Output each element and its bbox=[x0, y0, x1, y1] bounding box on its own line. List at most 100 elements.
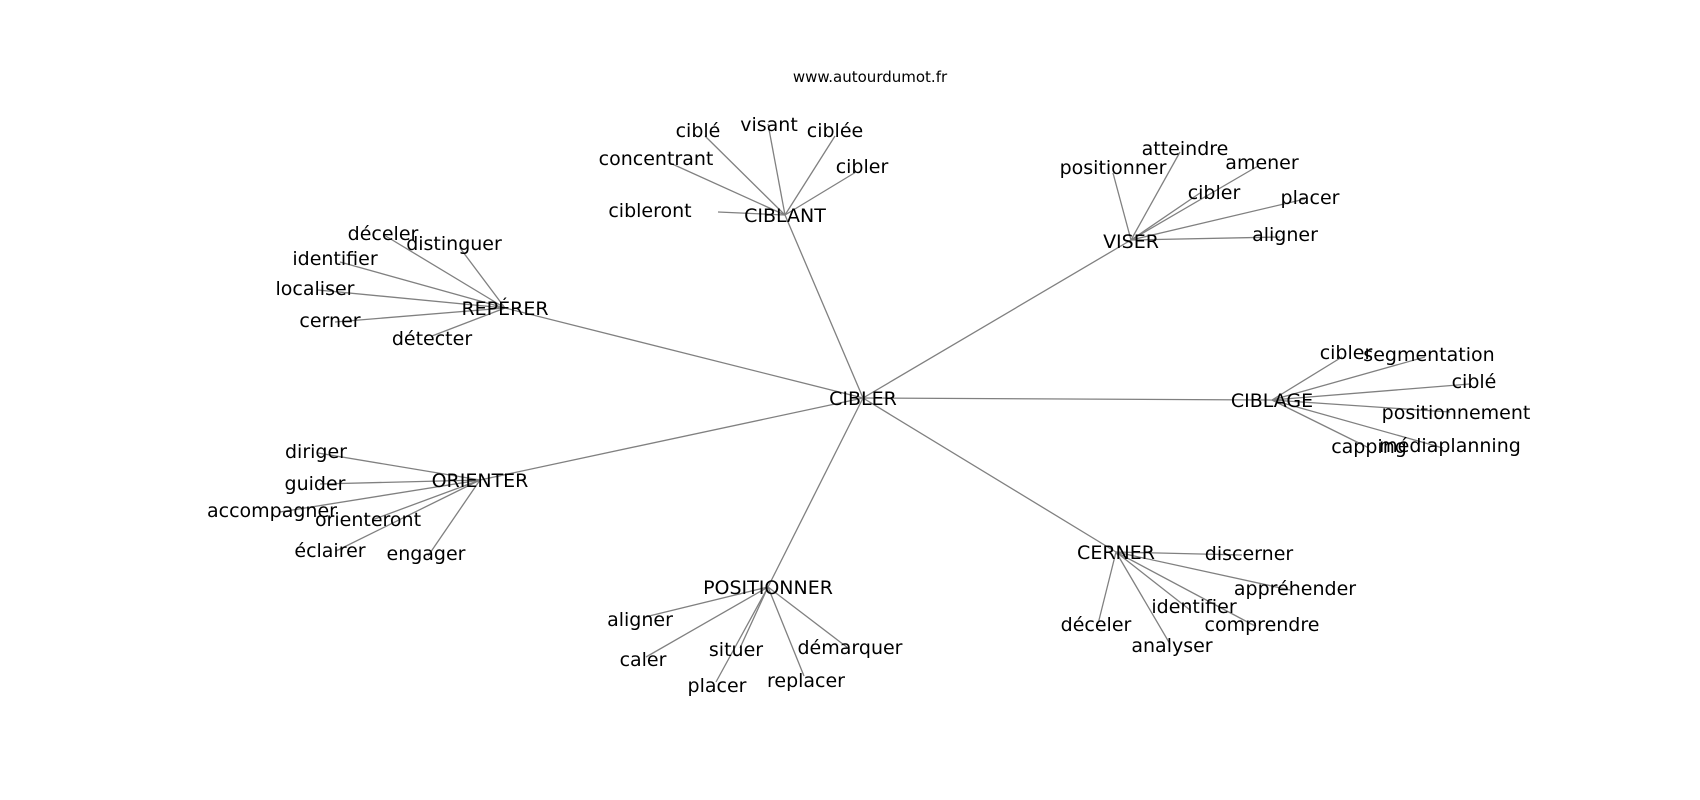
edge-root-3 bbox=[862, 397, 1273, 401]
leaf-node-label[interactable]: aligner bbox=[1252, 224, 1318, 246]
edge-1-4 bbox=[1130, 198, 1306, 241]
edge-5-5 bbox=[1115, 551, 1171, 645]
leaf-node-label[interactable]: situer bbox=[709, 639, 763, 661]
edge-2-1 bbox=[459, 247, 506, 309]
leaf-node-label[interactable]: diriger bbox=[285, 441, 347, 463]
edge-3-3 bbox=[1271, 399, 1451, 413]
edge-5-1 bbox=[1115, 551, 1291, 591]
edge-2-0 bbox=[383, 234, 506, 309]
leaf-node-label[interactable]: comprendre bbox=[1205, 614, 1320, 636]
edge-6-4 bbox=[767, 586, 805, 677]
leaf-node-label[interactable]: orienteront bbox=[315, 509, 421, 531]
site-label: www.autourdumot.fr bbox=[793, 68, 948, 86]
edge-3-1 bbox=[1271, 356, 1426, 401]
leaf-node-label[interactable]: déceler bbox=[348, 223, 419, 245]
leaf-node-label[interactable]: éclairer bbox=[294, 540, 365, 562]
edge-1-0 bbox=[1130, 151, 1181, 241]
edge-3-5 bbox=[1271, 399, 1444, 449]
edge-2-4 bbox=[334, 307, 506, 323]
edge-root-6 bbox=[767, 397, 864, 588]
edge-5-2 bbox=[1115, 551, 1191, 611]
edge-6-5 bbox=[715, 586, 769, 683]
leaf-node-label[interactable]: cibleront bbox=[608, 200, 691, 222]
edge-4-3 bbox=[371, 479, 481, 521]
leaf-node-label[interactable]: engager bbox=[387, 543, 466, 565]
leaf-node-label[interactable]: appréhender bbox=[1234, 578, 1356, 600]
edge-5-0 bbox=[1115, 551, 1243, 556]
edge-4-0 bbox=[317, 452, 481, 481]
leaf-node-label[interactable]: positionnement bbox=[1382, 402, 1531, 424]
leaf-node-label[interactable]: distinguer bbox=[406, 233, 502, 255]
leaf-node-label[interactable]: identifier bbox=[292, 248, 377, 270]
leaf-node-label[interactable]: déceler bbox=[1061, 614, 1132, 636]
leaf-node-label[interactable]: analyser bbox=[1131, 635, 1212, 657]
leaf-node-label[interactable]: identifier bbox=[1151, 596, 1236, 618]
edge-1-1 bbox=[1112, 172, 1132, 241]
leaf-node-label[interactable]: ciblé bbox=[676, 120, 721, 142]
leaf-node-label[interactable]: démarquer bbox=[798, 637, 903, 659]
leaf-node-label[interactable]: discerner bbox=[1205, 543, 1294, 565]
edge-3-2 bbox=[1271, 383, 1471, 401]
leaf-node-label[interactable]: cibler bbox=[1188, 182, 1241, 204]
edge-3-4 bbox=[1271, 399, 1370, 449]
edge-6-0 bbox=[644, 586, 769, 618]
edge-4-2 bbox=[279, 479, 481, 513]
leaf-node-label[interactable]: caler bbox=[620, 649, 667, 671]
group-node-label[interactable]: VISER bbox=[1103, 231, 1159, 253]
edge-root-0 bbox=[784, 214, 864, 399]
group-node-label[interactable]: CIBLAGE bbox=[1231, 390, 1313, 412]
edges-layer bbox=[279, 123, 1471, 683]
edge-6-3 bbox=[767, 586, 849, 649]
edge-root-4 bbox=[479, 397, 864, 481]
leaf-node-label[interactable]: médiaplanning bbox=[1379, 435, 1521, 457]
edge-0-5 bbox=[717, 211, 786, 216]
group-node-label[interactable]: POSITIONNER bbox=[703, 577, 833, 599]
edge-1-5 bbox=[1130, 236, 1281, 241]
leaf-node-label[interactable]: cerner bbox=[299, 310, 360, 332]
edge-6-2 bbox=[739, 586, 769, 649]
leaf-node-label[interactable]: guider bbox=[285, 473, 346, 495]
leaf-node-label[interactable]: visant bbox=[740, 114, 798, 136]
edge-6-1 bbox=[645, 586, 769, 658]
leaf-node-label[interactable]: capping bbox=[1331, 436, 1407, 458]
edge-root-2 bbox=[504, 307, 864, 399]
leaf-node-label[interactable]: placer bbox=[688, 675, 747, 697]
leaf-node-label[interactable]: segmentation bbox=[1363, 344, 1494, 366]
edge-0-0 bbox=[704, 135, 786, 216]
leaf-node-label[interactable]: positionner bbox=[1060, 157, 1167, 179]
edge-4-4 bbox=[335, 479, 481, 552]
labels-layer: CIBLER CIBLANT ciblé visant ciblée concentran… bbox=[207, 114, 1530, 697]
edge-0-4 bbox=[784, 171, 857, 216]
leaf-node-label[interactable]: amener bbox=[1225, 152, 1299, 174]
root-node-label[interactable]: CIBLER bbox=[829, 388, 897, 410]
group-node-label[interactable]: ORIENTER bbox=[432, 470, 529, 492]
edge-2-2 bbox=[339, 261, 506, 309]
edge-4-5 bbox=[427, 479, 481, 557]
leaf-node-label[interactable]: replacer bbox=[767, 670, 845, 692]
leaf-node-label[interactable]: localiser bbox=[276, 278, 355, 300]
edge-4-1 bbox=[319, 479, 481, 485]
leaf-node-label[interactable]: atteindre bbox=[1142, 138, 1229, 160]
edge-1-3 bbox=[1130, 192, 1201, 241]
leaf-node-label[interactable]: cibler bbox=[1320, 342, 1373, 364]
leaf-node-label[interactable]: détecter bbox=[392, 328, 472, 350]
leaf-node-label[interactable]: placer bbox=[1281, 187, 1340, 209]
edge-0-1 bbox=[767, 123, 786, 216]
edge-root-1 bbox=[862, 239, 1132, 399]
leaf-node-label[interactable]: ciblé bbox=[1452, 371, 1497, 393]
edge-1-2 bbox=[1130, 165, 1259, 241]
leaf-node-label[interactable]: cibler bbox=[836, 156, 889, 178]
group-node-label[interactable]: REPÉRER bbox=[461, 297, 548, 320]
edge-root-5 bbox=[862, 397, 1117, 553]
leaf-node-label[interactable]: ciblée bbox=[807, 120, 863, 142]
leaf-node-label[interactable]: accompagner bbox=[207, 500, 337, 522]
edge-5-3 bbox=[1115, 551, 1256, 627]
edge-3-0 bbox=[1271, 356, 1343, 401]
group-node-label[interactable]: CIBLANT bbox=[744, 205, 826, 227]
leaf-node-label[interactable]: concentrant bbox=[599, 148, 714, 170]
edge-5-4 bbox=[1097, 551, 1117, 625]
group-node-label[interactable]: CERNER bbox=[1077, 542, 1155, 564]
leaf-node-label[interactable]: aligner bbox=[607, 609, 673, 631]
edge-2-5 bbox=[431, 307, 506, 337]
